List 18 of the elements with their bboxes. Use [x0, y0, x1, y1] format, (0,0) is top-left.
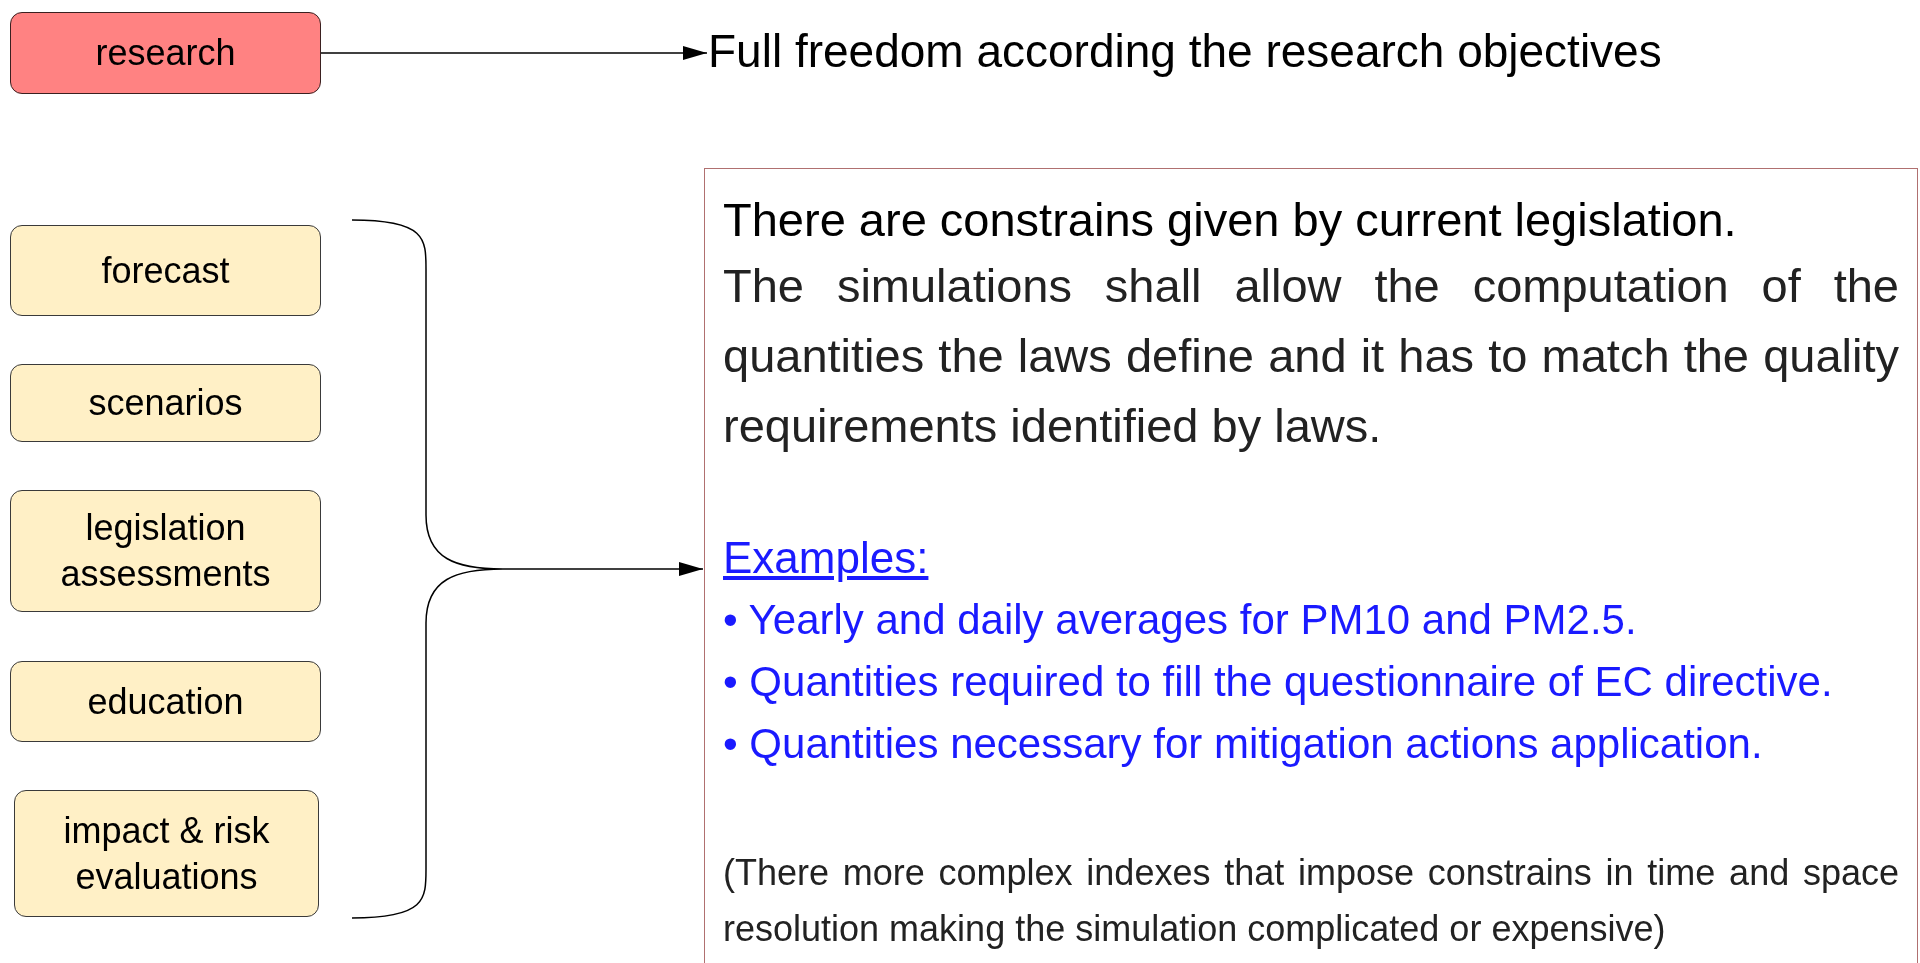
research-box: research — [10, 12, 321, 94]
category-box: education — [10, 661, 321, 742]
note: (There more complex indexes that impose constrains in time and space resolution making the simulation complicated or expensive) — [723, 851, 1899, 951]
category-box: forecast — [10, 225, 321, 316]
curly-brace — [352, 219, 503, 919]
category-box: scenarios — [10, 364, 321, 442]
category-box: legislation assessments — [10, 490, 321, 612]
link: Examples: — [723, 533, 929, 582]
bullet-item: • Quantities required to fill the questionnaire of EC directive. — [723, 657, 1834, 707]
panel-heading: There are constrains given by current legislation. — [723, 192, 1738, 248]
heading-text: Full freedom according the research objectives — [708, 18, 1662, 84]
arrow — [320, 46, 708, 60]
category-box: impact & risk evaluations — [14, 790, 319, 917]
paragraph: The simulations shall allow the computation of the quantities the laws define and it has to match the quality requirements identified by laws. — [723, 258, 1899, 454]
bullet-item: • Yearly and daily averages for PM10 and PM2.5. — [723, 595, 1638, 645]
arrow — [502, 562, 704, 576]
text-panel — [704, 168, 1918, 963]
bullet-item: • Quantities necessary for mitigation actions application. — [723, 719, 1764, 769]
